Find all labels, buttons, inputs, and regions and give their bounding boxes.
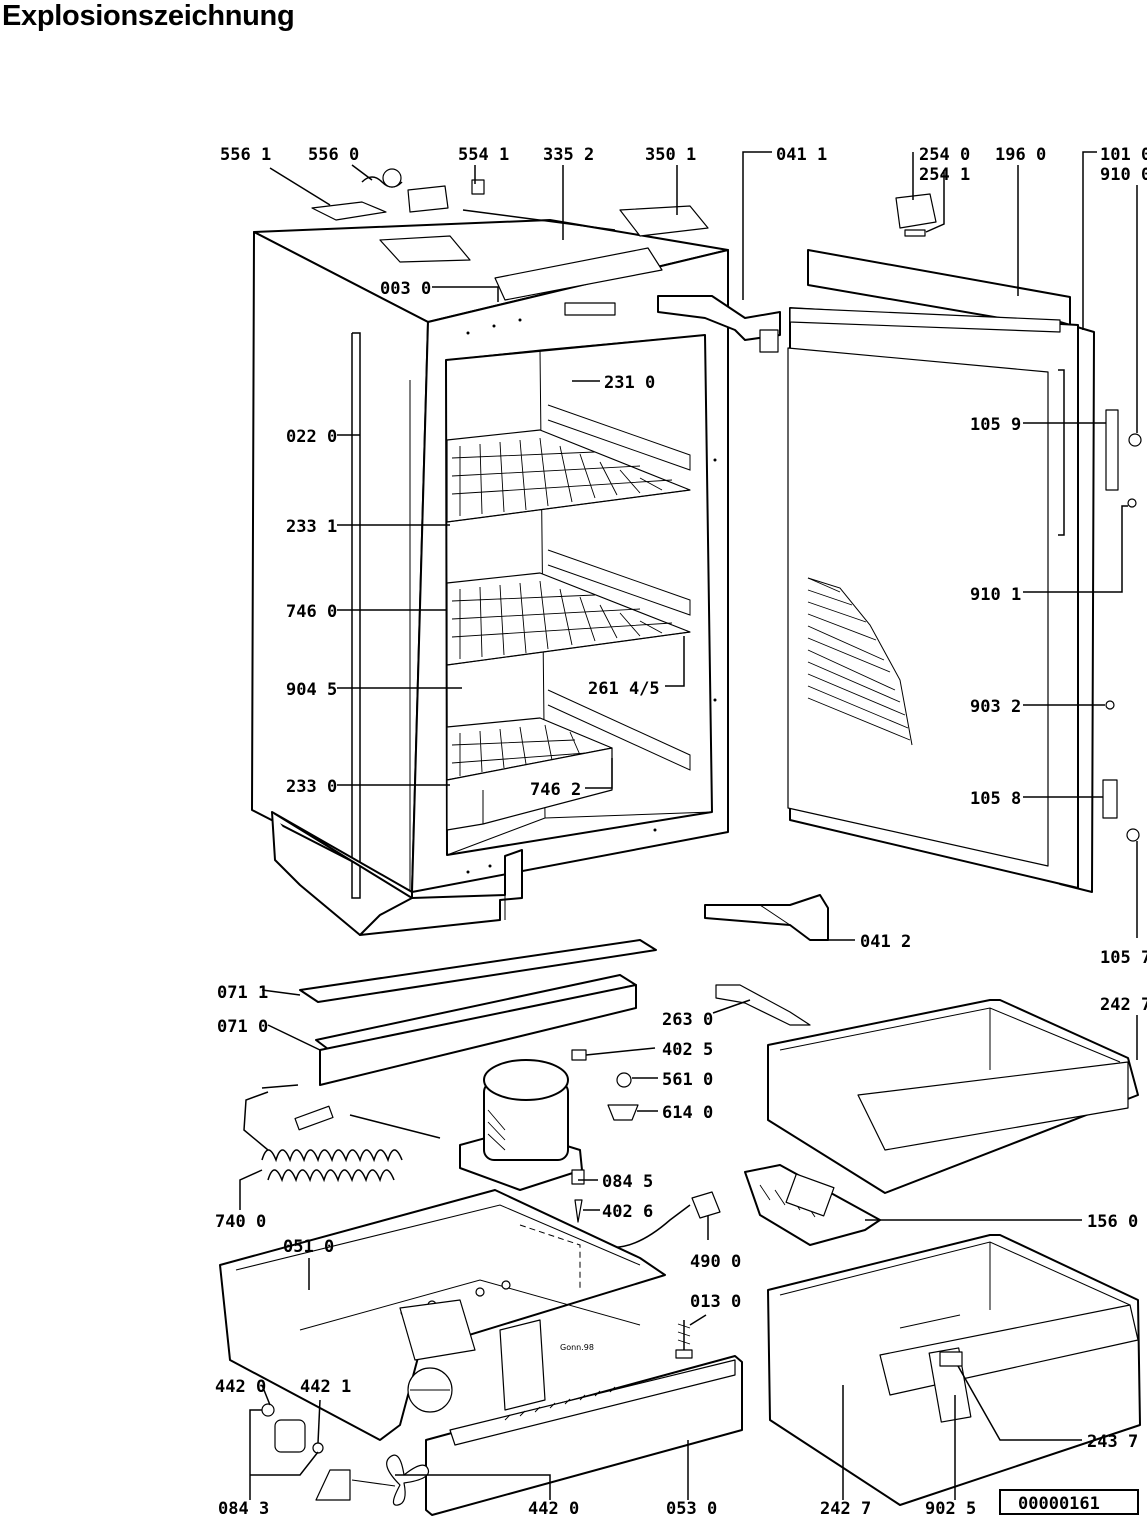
- shelf-upper: [446, 429, 691, 523]
- label-003-0: 003 0: [380, 279, 431, 299]
- label-254-1: 254 1: [919, 165, 970, 185]
- compressor: [459, 1059, 583, 1191]
- label-261-4-5: 261 4/5: [588, 679, 660, 699]
- fan-parts: [261, 1403, 430, 1506]
- label-084-5: 084 5: [602, 1172, 653, 1192]
- label-904-5: 904 5: [286, 680, 337, 700]
- label-335-2: 335 2: [543, 145, 594, 165]
- label-740-0: 740 0: [215, 1212, 266, 1232]
- label-902-5: 902 5: [925, 1499, 976, 1519]
- label-242-7-lower: 242 7: [820, 1499, 871, 1519]
- label-013-0: 013 0: [690, 1292, 741, 1312]
- document-number: 00000161: [999, 1489, 1139, 1515]
- part-labels: 556 1 556 0 554 1 335 2 350 1 041 1 254 …: [215, 145, 1147, 1519]
- label-350-1: 350 1: [645, 145, 696, 165]
- label-254-0: 254 0: [919, 145, 970, 165]
- label-442-0-left: 442 0: [215, 1377, 266, 1397]
- label-561-0: 561 0: [662, 1070, 713, 1090]
- leader-lines: [239, 151, 1138, 1500]
- label-084-3: 084 3: [218, 1499, 269, 1519]
- label-231-0: 231 0: [604, 373, 655, 393]
- base-plates: [299, 939, 657, 1086]
- label-105-8: 105 8: [970, 789, 1021, 809]
- label-402-5: 402 5: [662, 1040, 713, 1060]
- document-number-box: [999, 1489, 1139, 1515]
- shelf-bottom: [446, 717, 613, 831]
- ice-tray: [744, 1164, 881, 1246]
- shelf-middle: [446, 572, 691, 666]
- hinge-bottom: [704, 894, 829, 941]
- label-442-1: 442 1: [300, 1377, 351, 1397]
- label-903-2: 903 2: [970, 697, 1021, 717]
- signature: Gonn.98: [560, 1343, 594, 1352]
- label-910-1: 910 1: [970, 585, 1021, 605]
- document-number-text: 00000161: [1018, 1494, 1100, 1514]
- page-title: Explosionszeichnung: [2, 0, 295, 32]
- label-442-0-bottom: 442 0: [528, 1499, 579, 1519]
- label-233-1: 233 1: [286, 517, 337, 537]
- drawer-upper: [767, 999, 1139, 1194]
- label-556-0: 556 0: [308, 145, 359, 165]
- label-746-2: 746 2: [530, 780, 581, 800]
- label-071-1: 071 1: [217, 983, 268, 1003]
- cabinet-body: [251, 219, 729, 936]
- label-242-7-upper: 242 7: [1100, 995, 1147, 1015]
- label-156-0: 156 0: [1087, 1212, 1138, 1232]
- top-small-parts: [311, 168, 937, 237]
- label-746-0: 746 0: [286, 602, 337, 622]
- door: [787, 249, 1095, 893]
- screw-dots: [466, 318, 717, 874]
- label-022-0: 022 0: [286, 427, 337, 447]
- base-tray: Gonn.98: [219, 1189, 666, 1441]
- label-105-7: 105 7: [1100, 948, 1147, 968]
- label-233-0: 233 0: [286, 777, 337, 797]
- hinge-top: [657, 295, 781, 353]
- label-041-1: 041 1: [776, 145, 827, 165]
- label-196-0: 196 0: [995, 145, 1046, 165]
- label-263-0: 263 0: [662, 1010, 713, 1030]
- label-614-0: 614 0: [662, 1103, 713, 1123]
- label-490-0: 490 0: [690, 1252, 741, 1272]
- condenser-coil: [243, 1084, 441, 1183]
- drawer-lower: [767, 1234, 1141, 1506]
- screw-013-0: [675, 1320, 693, 1359]
- bracket-263-0: [715, 984, 811, 1026]
- label-041-2: 041 2: [860, 932, 911, 952]
- door-fittings: [1102, 409, 1142, 842]
- label-071-0: 071 0: [217, 1017, 268, 1037]
- front-grille: [425, 1355, 743, 1516]
- label-554-1: 554 1: [458, 145, 509, 165]
- label-051-0: 051 0: [283, 1237, 334, 1257]
- label-101-0: 101 0: [1100, 145, 1147, 165]
- label-053-0: 053 0: [666, 1499, 717, 1519]
- label-243-7: 243 7: [1087, 1432, 1138, 1452]
- label-556-1: 556 1: [220, 145, 271, 165]
- label-105-9: 105 9: [970, 415, 1021, 435]
- label-402-6: 402 6: [602, 1202, 653, 1222]
- label-910-0: 910 0: [1100, 165, 1147, 185]
